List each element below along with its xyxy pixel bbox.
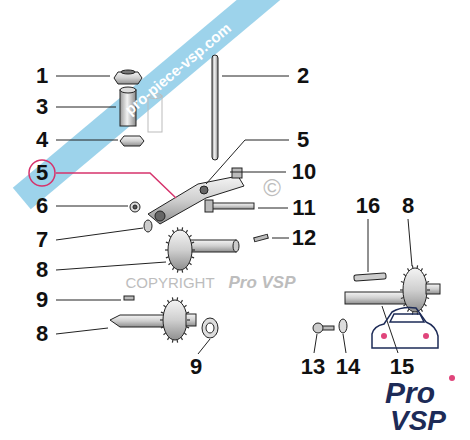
gear-tooth: [186, 267, 188, 270]
gear-tooth: [426, 281, 429, 282]
gear-tooth: [416, 265, 418, 268]
gear-tooth: [421, 268, 423, 271]
watermark-text: Pro VSP: [228, 274, 295, 291]
gear-tooth: [176, 340, 178, 343]
gear-tooth: [169, 235, 171, 237]
logo-dot: [449, 375, 455, 381]
gear-tooth: [404, 274, 406, 276]
gear-tooth: [186, 230, 188, 233]
gear-tooth: [161, 312, 164, 313]
gear-tooth: [427, 289, 430, 290]
callout-number: 8: [36, 259, 48, 281]
gear-tooth: [186, 312, 189, 313]
callout-number: 14: [336, 356, 360, 378]
gear-tooth: [172, 340, 174, 343]
gear-tooth: [426, 298, 429, 299]
gear-tooth: [176, 297, 178, 300]
callout-number: 5: [297, 129, 309, 151]
leader-lines: [56, 76, 412, 354]
callout-number: 13: [301, 356, 325, 378]
gear-tooth: [184, 305, 186, 307]
gear-tooth: [408, 268, 410, 271]
gear-tooth: [169, 263, 171, 265]
callout-number: 4: [36, 129, 48, 151]
callout-number: 9: [36, 289, 48, 311]
gear-tooth: [181, 300, 183, 303]
logo-car: [372, 308, 438, 349]
gear-tooth: [189, 235, 191, 237]
watermark-band: [13, 0, 307, 209]
callout-number: 15: [390, 356, 414, 378]
gear-tooth: [160, 319, 163, 320]
gear-tooth: [404, 304, 406, 306]
callout-number: 10: [292, 161, 316, 183]
callout-number: 16: [356, 195, 380, 217]
gear-tooth: [161, 327, 164, 328]
gear-tooth: [191, 242, 194, 243]
gear-tooth: [186, 327, 189, 328]
callout-number: 6: [36, 195, 48, 217]
gear-tooth: [177, 270, 179, 273]
gear-tooth: [173, 267, 175, 270]
callout-number: 8: [402, 195, 414, 217]
gear-tooth: [164, 333, 166, 335]
gear-tooth: [181, 337, 183, 340]
callout-number: 1: [36, 65, 48, 87]
callout-number: 9: [190, 356, 202, 378]
callout-number: 12: [292, 227, 316, 249]
gear-tooth: [424, 304, 426, 306]
gear-tooth: [187, 319, 190, 320]
callout-number: 11: [292, 197, 315, 219]
gear-tooth: [191, 257, 194, 258]
gear-tooth: [401, 298, 404, 299]
gear-tooth: [164, 305, 166, 307]
gear-tooth: [184, 333, 186, 335]
watermark-text: COPYRIGHT: [125, 275, 214, 290]
gear-tooth: [181, 270, 183, 273]
callout-leader: [56, 173, 176, 198]
gear-tooth: [400, 289, 403, 290]
callout-number: 8: [36, 323, 48, 345]
callout-number: 3: [36, 96, 48, 118]
gear-tooth: [172, 297, 174, 300]
logo-text: Pro: [385, 378, 435, 408]
callout-number: 7: [36, 229, 48, 251]
gear-tooth: [166, 257, 169, 258]
gear-tooth: [189, 263, 191, 265]
gear-tooth: [424, 274, 426, 276]
gear-tooth: [408, 309, 410, 312]
gear-tooth: [192, 249, 195, 250]
gear-tooth: [168, 300, 170, 303]
watermark-copyright: ©: [263, 176, 281, 200]
gear-tooth: [168, 337, 170, 340]
gear-tooth: [166, 242, 169, 243]
gear-tooth: [181, 227, 183, 230]
callout-number: 2: [297, 65, 309, 87]
gear-tooth: [401, 281, 404, 282]
gear-tooth: [173, 230, 175, 233]
gear-tooth: [177, 227, 179, 230]
callout-circle: [29, 160, 55, 186]
gear-tooth: [165, 249, 168, 250]
logo-text: VSP: [390, 407, 446, 435]
callout-number: 5: [36, 162, 48, 184]
gear-tooth: [421, 309, 423, 312]
